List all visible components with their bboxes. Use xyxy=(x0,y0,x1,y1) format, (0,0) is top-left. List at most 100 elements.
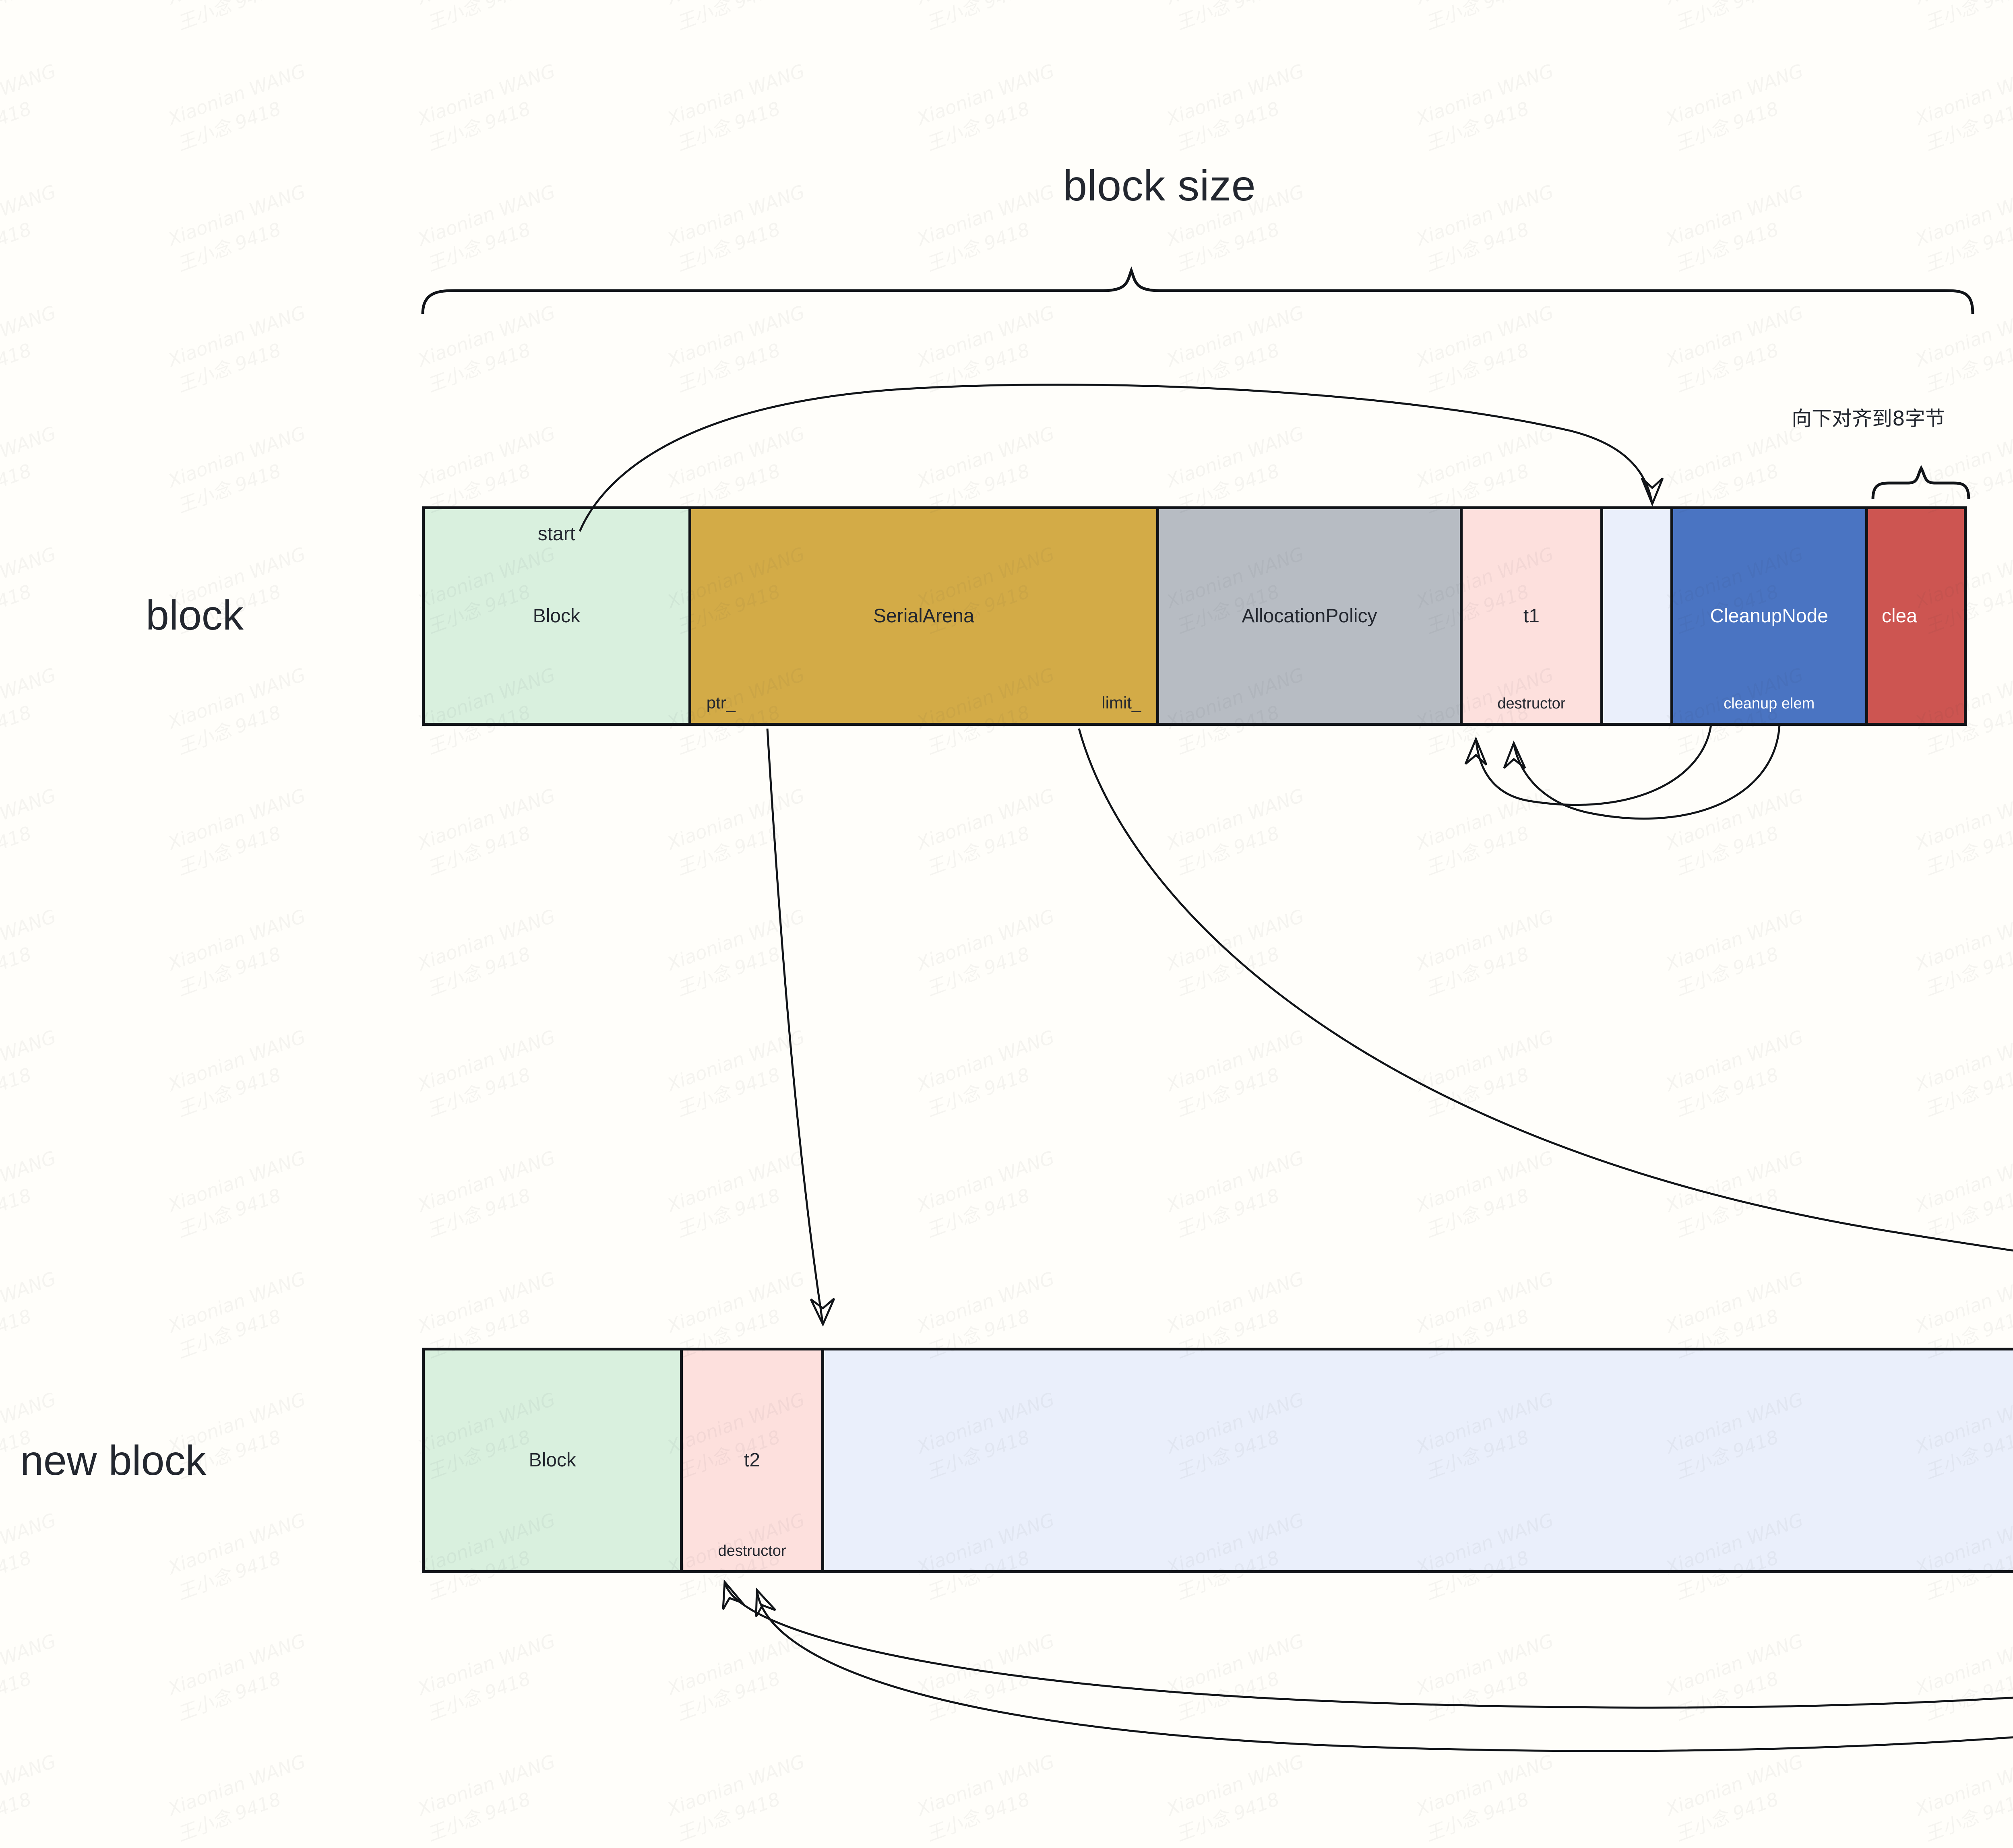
watermark-text: Xiaonian WANG王小念 9418 xyxy=(913,58,1067,157)
block-object-t1: t1 destructor xyxy=(1462,509,1604,723)
watermark-text: Xiaonian WANG王小念 9418 xyxy=(164,0,318,37)
watermark-text: Xiaonian WANG王小念 9418 xyxy=(1163,0,1317,37)
watermark-text: Xiaonian WANG王小念 9418 xyxy=(1412,420,1567,520)
watermark-text: Xiaonian WANG王小念 9418 xyxy=(913,1144,1067,1244)
watermark-text: Xiaonian WANG王小念 9418 xyxy=(1912,0,2013,37)
watermark-text: Xiaonian WANG王小念 9418 xyxy=(913,299,1067,399)
watermark-text: Xiaonian WANG王小念 9418 xyxy=(1412,299,1567,399)
watermark-text: Xiaonian WANG王小念 9418 xyxy=(0,178,69,278)
watermark-text: Xiaonian WANG王小念 9418 xyxy=(414,0,568,37)
watermark-text: Xiaonian WANG王小念 9418 xyxy=(414,1748,568,1848)
watermark-text: Xiaonian WANG王小念 9418 xyxy=(663,1144,818,1244)
watermark-text: Xiaonian WANG王小念 9418 xyxy=(0,1507,69,1606)
watermark-text: Xiaonian WANG王小念 9418 xyxy=(1412,782,1567,882)
watermark-text: Xiaonian WANG王小念 9418 xyxy=(1163,782,1317,882)
block-size-brace xyxy=(421,266,1974,314)
watermark-text: Xiaonian WANG王小念 9418 xyxy=(1662,782,1816,882)
watermark-text: Xiaonian WANG王小念 9418 xyxy=(1412,903,1567,1003)
align-note-top: 向下对齐到8字节 xyxy=(1792,407,1945,430)
block-block-header-label: Block xyxy=(533,605,580,627)
new-block-block-header-label: Block xyxy=(529,1449,576,1471)
watermark-text: Xiaonian WANG王小念 9418 xyxy=(1662,1144,1816,1244)
page-title: block size xyxy=(1063,161,1256,210)
watermark-text: Xiaonian WANG王小念 9418 xyxy=(164,1024,318,1123)
watermark-text: Xiaonian WANG王小念 9418 xyxy=(663,1627,818,1727)
watermark-text: Xiaonian WANG王小念 9418 xyxy=(913,903,1067,1003)
watermark-text: Xiaonian WANG王小念 9418 xyxy=(1412,178,1567,278)
watermark-text: Xiaonian WANG王小念 9418 xyxy=(1662,903,1816,1003)
watermark-text: Xiaonian WANG王小念 9418 xyxy=(1912,1144,2013,1244)
watermark-text: Xiaonian WANG王小念 9418 xyxy=(1912,299,2013,399)
watermark-text: Xiaonian WANG王小念 9418 xyxy=(1912,178,2013,278)
watermark-text: Xiaonian WANG王小念 9418 xyxy=(913,0,1067,37)
watermark-text: Xiaonian WANG王小念 9418 xyxy=(1412,1024,1567,1123)
block-allocation-policy: AllocationPolicy xyxy=(1159,509,1463,723)
watermark-text: Xiaonian WANG王小念 9418 xyxy=(0,420,69,520)
watermark-text: Xiaonian WANG王小念 9418 xyxy=(1662,58,1816,157)
block-cleanup-node-sublabel: cleanup elem xyxy=(1724,695,1815,712)
watermark-text: Xiaonian WANG王小念 9418 xyxy=(663,178,818,278)
watermark-text: Xiaonian WANG王小念 9418 xyxy=(0,58,69,157)
watermark-text: Xiaonian WANG王小念 9418 xyxy=(164,1144,318,1244)
watermark-text: Xiaonian WANG王小念 9418 xyxy=(1163,1627,1317,1727)
watermark-text: Xiaonian WANG王小念 9418 xyxy=(1412,58,1567,157)
arrow-new-cleanup-elem-to-t2-destructor-b xyxy=(755,1587,2013,1752)
new-block-object-t2-sublabel: destructor xyxy=(718,1542,786,1559)
watermark-text: Xiaonian WANG王小念 9418 xyxy=(164,1265,318,1365)
watermark-text: Xiaonian WANG王小念 9418 xyxy=(0,1024,69,1123)
row-label-new-block: new block xyxy=(20,1437,207,1484)
watermark-text: Xiaonian WANG王小念 9418 xyxy=(663,0,818,37)
watermark-text: Xiaonian WANG王小念 9418 xyxy=(663,1748,818,1848)
watermark-text: Xiaonian WANG王小念 9418 xyxy=(1163,1748,1317,1848)
arrow-new-cleanup-elem-to-t2-destructor-a xyxy=(722,1579,2013,1709)
watermark-text: Xiaonian WANG王小念 9418 xyxy=(913,782,1067,882)
diagram-canvas: Xiaonian WANG王小念 9418Xiaonian WANG王小念 94… xyxy=(0,0,2013,1752)
block-object-t1-label: t1 xyxy=(1523,605,1540,627)
watermark-text: Xiaonian WANG王小念 9418 xyxy=(1163,420,1317,520)
block-cleanup-region-label: clea xyxy=(1881,605,1917,627)
watermark-text: Xiaonian WANG王小念 9418 xyxy=(0,1748,69,1848)
watermark-text: Xiaonian WANG王小念 9418 xyxy=(414,903,568,1003)
block-free-space xyxy=(1603,509,1673,723)
watermark-text: Xiaonian WANG王小念 9418 xyxy=(1662,1024,1816,1123)
watermark-text: Xiaonian WANG王小念 9418 xyxy=(414,420,568,520)
arrow-cleanup-elem-to-t1-destructor xyxy=(1464,724,1712,806)
watermark-text: Xiaonian WANG王小念 9418 xyxy=(663,782,818,882)
new-block-free-space xyxy=(824,1350,2013,1570)
watermark-text: Xiaonian WANG王小念 9418 xyxy=(164,299,318,399)
watermark-text: Xiaonian WANG王小念 9418 xyxy=(0,1627,69,1727)
watermark-text: Xiaonian WANG王小念 9418 xyxy=(164,178,318,278)
watermark-text: Xiaonian WANG王小念 9418 xyxy=(0,903,69,1003)
watermark-text: Xiaonian WANG王小念 9418 xyxy=(164,58,318,157)
watermark-text: Xiaonian WANG王小念 9418 xyxy=(1912,1627,2013,1727)
watermark-text: Xiaonian WANG王小念 9418 xyxy=(0,299,69,399)
watermark-text: Xiaonian WANG王小念 9418 xyxy=(1662,1627,1816,1727)
watermark-text: Xiaonian WANG王小念 9418 xyxy=(1912,903,2013,1003)
align-brace-top xyxy=(1871,465,1970,500)
watermark-text: Xiaonian WANG王小念 9418 xyxy=(913,178,1067,278)
watermark-text: Xiaonian WANG王小念 9418 xyxy=(663,299,818,399)
watermark-text: Xiaonian WANG王小念 9418 xyxy=(1163,1024,1317,1123)
block-object-t1-sublabel: destructor xyxy=(1497,695,1566,712)
watermark-text: Xiaonian WANG王小念 9418 xyxy=(1912,420,2013,520)
watermark-text: Xiaonian WANG王小念 9418 xyxy=(164,661,318,761)
watermark-text: Xiaonian WANG王小念 9418 xyxy=(414,1627,568,1727)
watermark-text: Xiaonian WANG王小念 9418 xyxy=(0,661,69,761)
watermark-text: Xiaonian WANG王小念 9418 xyxy=(913,1627,1067,1727)
watermark-text: Xiaonian WANG王小念 9418 xyxy=(414,58,568,157)
watermark-text: Xiaonian WANG王小念 9418 xyxy=(164,1748,318,1848)
watermark-text: Xiaonian WANG王小念 9418 xyxy=(164,420,318,520)
watermark-text: Xiaonian WANG王小念 9418 xyxy=(164,1627,318,1727)
watermark-text: Xiaonian WANG王小念 9418 xyxy=(164,782,318,882)
watermark-text: Xiaonian WANG王小念 9418 xyxy=(164,1507,318,1606)
watermark-text: Xiaonian WANG王小念 9418 xyxy=(1912,58,2013,157)
watermark-text: Xiaonian WANG王小念 9418 xyxy=(1662,420,1816,520)
watermark-text: Xiaonian WANG王小念 9418 xyxy=(1163,1144,1317,1244)
watermark-text: Xiaonian WANG王小念 9418 xyxy=(1662,1748,1816,1848)
watermark-text: Xiaonian WANG王小念 9418 xyxy=(1912,782,2013,882)
watermark-text: Xiaonian WANG王小念 9418 xyxy=(414,1144,568,1244)
watermark-text: Xiaonian WANG王小念 9418 xyxy=(913,1024,1067,1123)
